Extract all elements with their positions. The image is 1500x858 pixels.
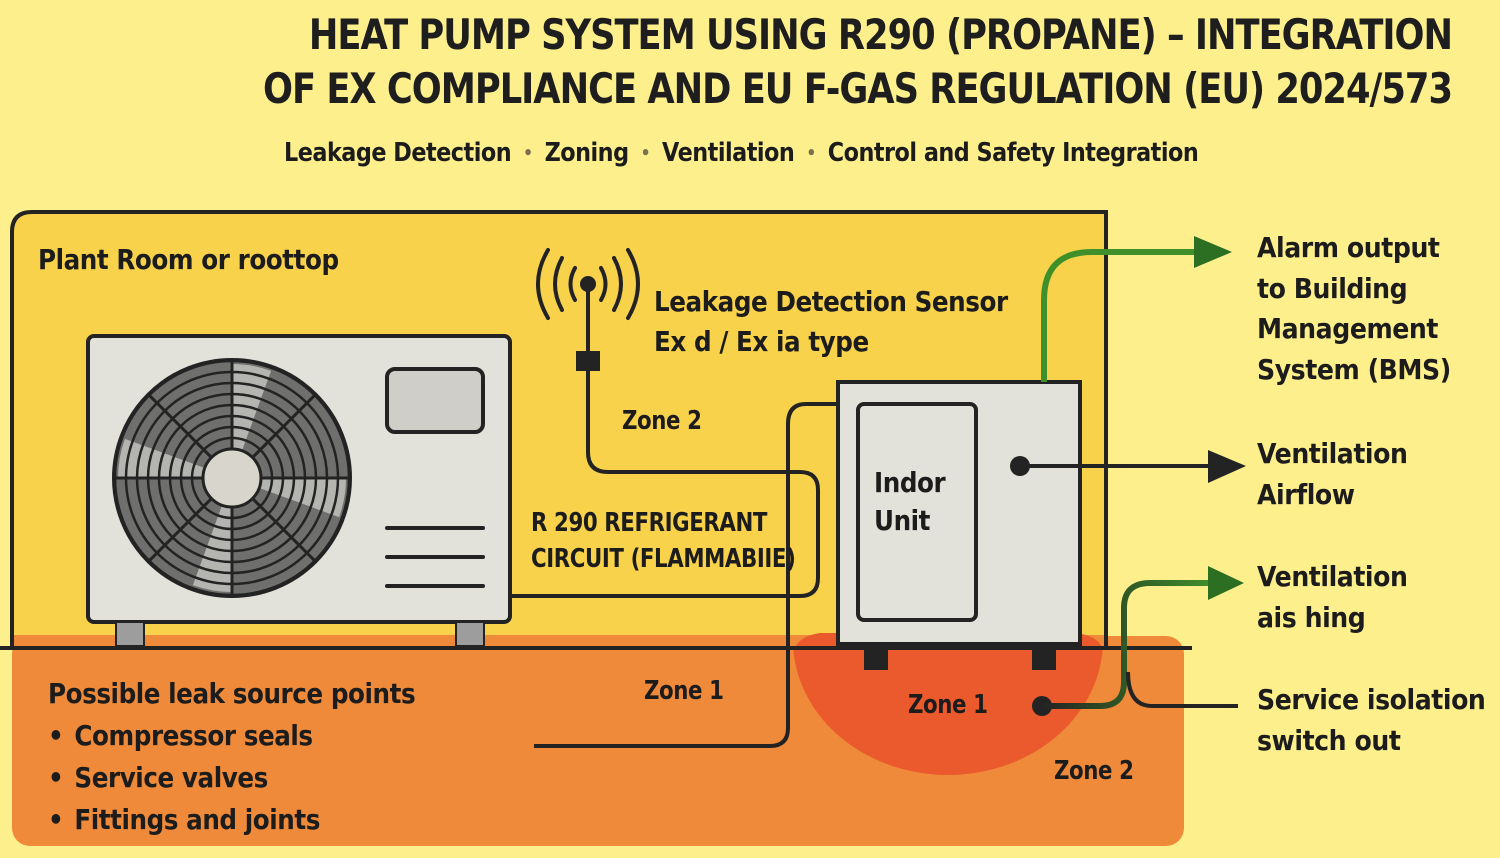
outdoor-unit <box>86 334 512 647</box>
bullet-separator: • <box>640 143 651 164</box>
title-line-2: OF EX COMPLIANCE AND EU F-GAS REGULATION… <box>262 64 1453 113</box>
subtitle-item-leakage: Leakage Detection <box>284 138 512 168</box>
service-isolation-line <box>1126 671 1238 708</box>
indoor-unit-label-line-1: Indor <box>874 466 946 499</box>
indoor-unit <box>836 380 1082 670</box>
indoor-unit-foot <box>864 648 888 670</box>
subtitle-item-zoning: Zoning <box>544 138 630 168</box>
leak-sources: Possible leak source points Compressor s… <box>48 673 416 841</box>
subtitle: Leakage Detection • Zoning • Ventilation • Con… <box>284 138 1199 168</box>
airflow-arrow-icon <box>1208 450 1246 483</box>
plant-room-label: Plant Room or roottop <box>38 243 339 276</box>
bullet-separator: • <box>806 143 816 164</box>
outdoor-unit-foot <box>115 621 145 647</box>
zone2-upper-label: Zone 2 <box>622 406 702 436</box>
title-line-1: HEAT PUMP SYSTEM USING R290 (PROPANE) – … <box>308 10 1453 59</box>
refrigerant-circuit-line-1: R 290 REFRIGERANT <box>531 508 768 538</box>
leak-source-item: Service valves <box>48 757 415 799</box>
leak-sources-heading: Possible leak source points <box>48 677 416 710</box>
indoor-unit-label-line-2: Unit <box>874 504 931 537</box>
sensor-cable <box>510 286 820 598</box>
alarm-output-line <box>1041 249 1200 382</box>
zone1-indoor-label: Zone 1 <box>908 690 988 720</box>
fan-grille-icon <box>112 358 352 598</box>
sensor-junction-box <box>576 351 600 371</box>
zone1-ground-label: Zone 1 <box>644 676 724 706</box>
diagram-title: HEAT PUMP SYSTEM USING R290 (PROPANE) – … <box>0 8 1500 116</box>
fan-grille-spoke <box>147 496 214 563</box>
ventilation-arrow-icon <box>1208 566 1244 600</box>
fan-grille-spoke <box>250 496 317 563</box>
fan-hub <box>201 447 263 509</box>
indoor-unit-label: Indor Unit <box>874 464 946 540</box>
fan-grille-spoke <box>147 393 214 460</box>
leak-source-item: Fittings and joints <box>48 799 415 841</box>
ventilation-aishing-label: Ventilation ais hing <box>1257 560 1408 634</box>
service-isolation-label: Service isolation switch out <box>1257 683 1486 757</box>
subtitle-item-control: Control and Safety Integration <box>827 138 1199 168</box>
bullet-separator: • <box>523 143 533 164</box>
fan-grille-spoke <box>250 393 317 460</box>
ventilation-aishing-line <box>1042 580 1212 709</box>
alarm-output-label: Alarm output to Building Management Syst… <box>1257 231 1451 386</box>
outdoor-unit-foot <box>455 621 485 647</box>
refrigerant-circuit-line-2: CIRCUIT (FLAMMABIIE) <box>531 544 796 574</box>
leak-sources-list: Compressor seals Service valves Fittings… <box>48 715 415 841</box>
indoor-unit-foot <box>1032 648 1056 670</box>
refrigerant-circuit-label: R 290 REFRIGERANT CIRCUIT (FLAMMABIIE) <box>531 505 796 577</box>
alarm-arrow-icon <box>1194 236 1232 268</box>
ventilation-airflow-label: Ventilation Airflow <box>1257 437 1408 511</box>
leak-source-item: Compressor seals <box>48 715 415 757</box>
sensor-label-line-1: Leakage Detection Sensor <box>654 285 1008 318</box>
wireless-signal-icon <box>536 248 640 320</box>
zone1-hazard-area <box>793 648 1103 775</box>
refrigerant-pipe <box>534 402 838 748</box>
sensor-label-line-2: Ex d / Ex ia type <box>654 325 869 358</box>
sensor-label: Leakage Detection Sensor Ex d / Ex ia ty… <box>654 282 1008 362</box>
display-panel-icon <box>385 367 485 434</box>
subtitle-item-ventilation: Ventilation <box>662 138 795 168</box>
zone2-ground-label: Zone 2 <box>1054 756 1134 786</box>
